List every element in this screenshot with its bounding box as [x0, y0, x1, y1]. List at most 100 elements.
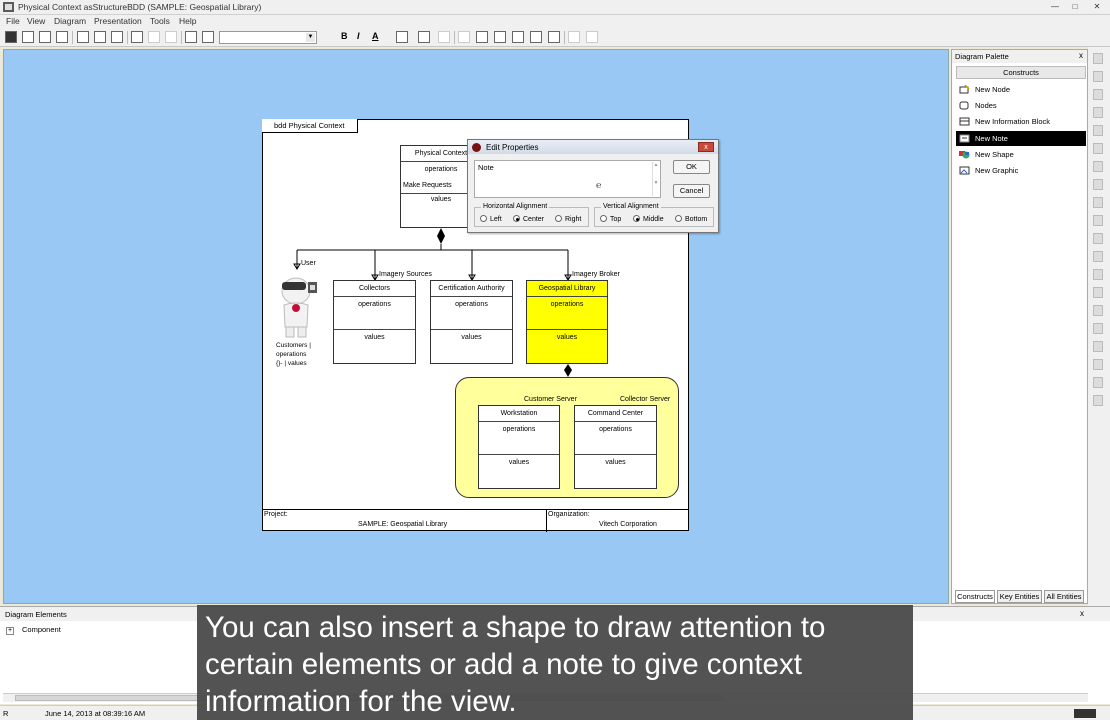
ok-button[interactable]: OK	[673, 160, 710, 174]
layout-icon[interactable]	[77, 31, 89, 43]
graphic-icon	[959, 166, 970, 175]
tool-icon[interactable]	[1093, 341, 1103, 352]
copy-icon[interactable]	[56, 31, 68, 43]
grid-icon[interactable]	[131, 31, 143, 43]
tool-icon[interactable]	[1093, 305, 1103, 316]
list-icon[interactable]	[548, 31, 560, 43]
block-operations: operations	[575, 422, 656, 455]
menu-help[interactable]: Help	[179, 16, 197, 26]
print-icon[interactable]	[22, 31, 34, 43]
tool-icon[interactable]	[1093, 143, 1103, 154]
valign-top-radio[interactable]: Top	[600, 215, 621, 223]
tool-icon[interactable]	[1093, 215, 1103, 226]
tool-icon[interactable]	[1093, 323, 1103, 334]
bold-button[interactable]: B	[341, 31, 348, 41]
tool-icon[interactable]	[1093, 125, 1103, 136]
menu-tools[interactable]: Tools	[150, 16, 170, 26]
palette-item-new-graphic[interactable]: New Graphic	[956, 163, 1086, 178]
tool-icon[interactable]	[1093, 269, 1103, 280]
redo-icon[interactable]	[586, 31, 598, 43]
maximize-button[interactable]: □	[1072, 2, 1078, 11]
route-icon[interactable]	[185, 31, 197, 43]
menu-file[interactable]: File	[6, 16, 20, 26]
halign-center-radio[interactable]: Center	[513, 215, 544, 223]
tool-icon[interactable]	[1093, 287, 1103, 298]
group-icon[interactable]	[458, 31, 470, 43]
fill-color-icon[interactable]	[418, 31, 430, 43]
block-workstation[interactable]: Workstation operations values	[478, 405, 560, 489]
tool-icon[interactable]	[1093, 395, 1103, 406]
palette-item-new-note[interactable]: New Note	[956, 131, 1086, 146]
actor-values: values	[287, 360, 307, 367]
bracket-icon[interactable]	[202, 31, 214, 43]
block-certification-authority[interactable]: Certification Authority operations value…	[430, 280, 513, 364]
tool-icon[interactable]	[1093, 71, 1103, 82]
tool-icon[interactable]	[1093, 179, 1103, 190]
refresh-icon[interactable]	[111, 31, 123, 43]
toolbar-separator	[181, 31, 182, 44]
note-scrollbar[interactable]: ▲▼	[652, 162, 659, 196]
chevron-down-icon[interactable]: ▼	[306, 33, 315, 42]
font-color-button[interactable]: A	[372, 31, 379, 41]
tool-icon[interactable]	[1093, 233, 1103, 244]
tool-icon[interactable]	[1093, 359, 1103, 370]
tool-icon[interactable]	[1093, 107, 1103, 118]
halign-right-radio[interactable]: Right	[555, 215, 581, 223]
tool-icon[interactable]	[1093, 161, 1103, 172]
cancel-button[interactable]: Cancel	[673, 184, 710, 198]
undo-icon[interactable]	[568, 31, 580, 43]
save-icon[interactable]	[5, 31, 17, 43]
block-operations: operations	[527, 297, 607, 330]
close-icon[interactable]: x	[1079, 51, 1083, 60]
zoom-fit-icon[interactable]	[494, 31, 506, 43]
align-icon[interactable]	[148, 31, 160, 43]
palette-item-new-shape[interactable]: New Shape	[956, 147, 1086, 162]
distribute-icon[interactable]	[165, 31, 177, 43]
link-icon[interactable]	[476, 31, 488, 43]
print-preview-icon[interactable]	[39, 31, 51, 43]
font-combo[interactable]: ▼	[219, 31, 317, 44]
border-icon[interactable]	[438, 31, 450, 43]
tab-key-entities[interactable]: Key Entities	[997, 590, 1042, 603]
constructs-section-header[interactable]: Constructs	[956, 66, 1086, 79]
customer-actor-icon[interactable]	[276, 271, 320, 339]
expand-icon[interactable]: +	[6, 627, 14, 635]
edit-properties-dialog[interactable]: Edit Properties x Note ▲▼ ℮ OK Cancel Ho…	[467, 139, 719, 233]
note-text-field[interactable]: Note ▲▼	[474, 160, 661, 198]
block-command-center[interactable]: Command Center operations values	[574, 405, 657, 489]
tab-constructs[interactable]: Constructs	[955, 590, 995, 603]
project-label: Project:	[264, 511, 288, 518]
tool-icon[interactable]	[1093, 89, 1103, 100]
line-color-icon[interactable]	[396, 31, 408, 43]
tool-icon[interactable]	[1093, 197, 1103, 208]
tool-icon[interactable]	[1093, 251, 1103, 262]
properties-icon[interactable]	[530, 31, 542, 43]
tab-all-entities[interactable]: All Entities	[1044, 590, 1084, 603]
valign-bottom-radio[interactable]: Bottom	[675, 215, 707, 223]
block-collectors[interactable]: Collectors operations values	[333, 280, 416, 364]
minimize-button[interactable]: —	[1051, 2, 1059, 11]
block-geospatial-library[interactable]: Geospatial Library operations values	[526, 280, 608, 364]
palette-item-new-information-block[interactable]: New Information Block	[956, 114, 1086, 129]
actor-operations: operations	[276, 351, 307, 358]
menu-diagram[interactable]: Diagram	[54, 16, 87, 26]
menu-view[interactable]: View	[27, 16, 46, 26]
italic-button[interactable]: I	[357, 31, 360, 41]
valign-middle-radio[interactable]: Middle	[633, 215, 664, 223]
screen-icon[interactable]	[94, 31, 106, 43]
menu-presentation[interactable]: Presentation	[94, 16, 142, 26]
tool-icon[interactable]	[1093, 53, 1103, 64]
palette-item-nodes[interactable]: Nodes	[956, 98, 1086, 113]
note-icon	[959, 134, 970, 143]
close-icon[interactable]: x	[698, 142, 714, 152]
halign-left-radio[interactable]: Left	[480, 215, 502, 223]
close-icon[interactable]: x	[1080, 609, 1084, 618]
tree-item-component[interactable]: +Component	[6, 625, 61, 635]
block-request: Make Requests	[401, 178, 481, 194]
block-title: Collectors	[334, 281, 415, 297]
zoom-icon[interactable]	[512, 31, 524, 43]
tool-icon[interactable]	[1093, 377, 1103, 388]
close-button[interactable]: ✕	[1093, 2, 1101, 11]
dialog-title: Edit Properties	[468, 140, 718, 154]
palette-item-new-node[interactable]: New Node	[956, 82, 1086, 97]
